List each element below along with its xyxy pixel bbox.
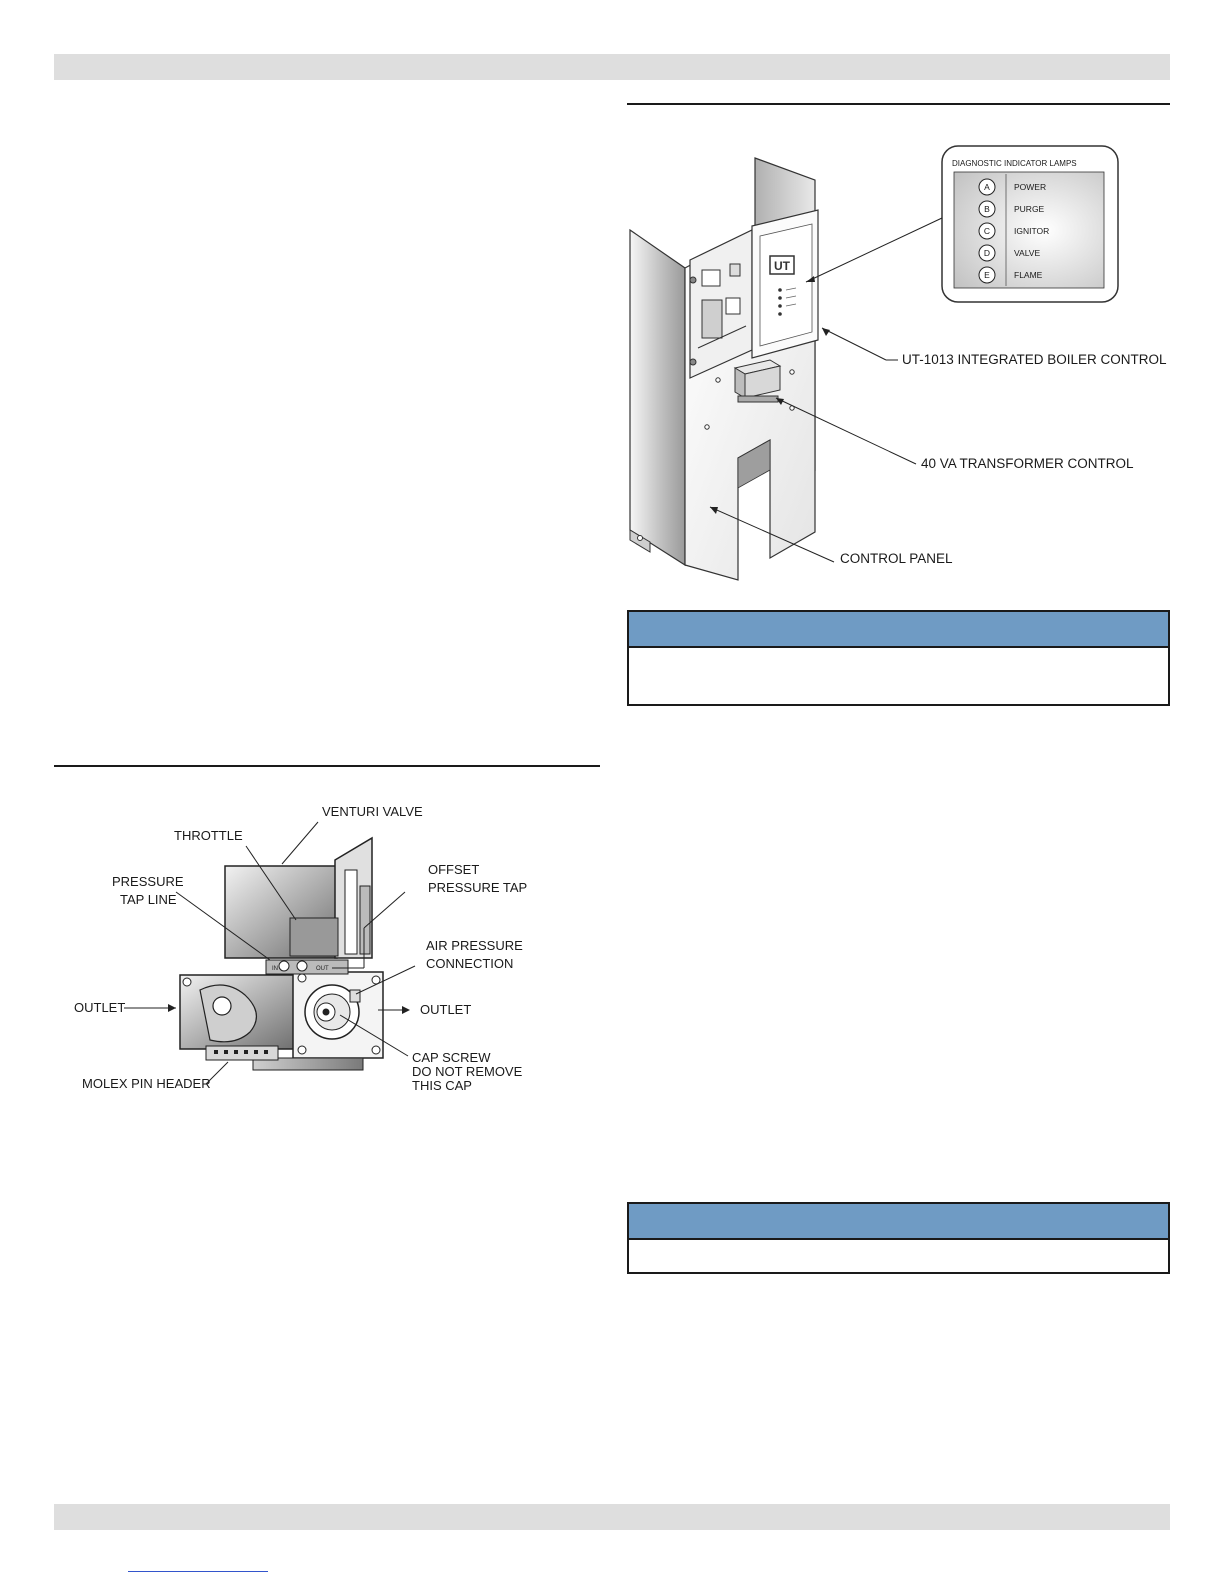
lamp-indicator-circle [978, 178, 996, 196]
control-panel-figure: UT DIAGNOSTIC INDICATOR LAMPS A POWER B PUR… [629, 145, 1167, 581]
callout-transformer: 40 VA TRANSFORMER CONTROL [921, 456, 1134, 471]
lamp-indicator-circle [978, 200, 996, 218]
lamp-indicator-circle [978, 244, 996, 262]
label-pressure-tap: PRESSURE TAP [428, 880, 527, 895]
module-led-column [778, 287, 797, 316]
label-do-not-remove: DO NOT REMOVE [412, 1064, 523, 1079]
label-pressure: PRESSURE [112, 874, 184, 889]
footer-link-underline [128, 1571, 268, 1572]
label-offset: OFFSET [428, 862, 479, 877]
lamp-letter: C [984, 226, 990, 236]
diagnostic-panel-title: DIAGNOSTIC INDICATOR LAMPS [952, 159, 1077, 168]
lamp-indicator-circle [978, 222, 996, 240]
lamp-letter: D [984, 248, 990, 258]
gas-valve-figure: IN OUT VENTURI VALVE THROTTLE PRESSURE T… [74, 804, 527, 1093]
lamp-name: FLAME [1014, 270, 1043, 280]
label-outlet-right: OUTLET [420, 1002, 471, 1017]
lamp-name: POWER [1014, 182, 1046, 192]
lamp-name: PURGE [1014, 204, 1045, 214]
lamp-name: VALVE [1014, 248, 1040, 258]
label-molex-pin-header: MOLEX PIN HEADER [82, 1076, 211, 1091]
lamp-indicator-circle [978, 266, 996, 284]
callout-control-panel: CONTROL PANEL [840, 551, 953, 566]
diagnostic-lamps-panel: DIAGNOSTIC INDICATOR LAMPS A POWER B PURGE C… [941, 145, 1119, 303]
ut-logo-text: UT [774, 259, 791, 273]
section-rule-left [54, 765, 600, 767]
label-tap-line: TAP LINE [120, 892, 177, 907]
label-throttle: THROTTLE [174, 828, 243, 843]
label-air-pressure: AIR PRESSURE [426, 938, 523, 953]
transformer [715, 359, 795, 403]
valve-out-label: OUT [316, 966, 329, 972]
valve-in-label: IN [272, 966, 278, 972]
label-venturi-valve: VENTURI VALVE [322, 804, 423, 819]
lamp-letter: A [984, 182, 990, 192]
label-this-cap: THIS CAP [412, 1078, 472, 1093]
label-connection: CONNECTION [426, 956, 513, 971]
label-cap-screw: CAP SCREW [412, 1050, 491, 1065]
lamp-letter: B [984, 204, 990, 214]
note-box-2 [627, 1202, 1170, 1274]
lamp-letter: E [984, 270, 990, 280]
section-rule-right [627, 103, 1170, 105]
label-outlet-left: OUTLET [74, 1000, 125, 1015]
callout-boiler-control: UT-1013 INTEGRATED BOILER CONTROL [902, 352, 1167, 367]
note-box-2-header [629, 1204, 1168, 1240]
lamp-name: IGNITOR [1014, 226, 1049, 236]
page-header-bar [54, 54, 1170, 80]
note-box-1-header [629, 612, 1168, 648]
page-footer-bar [54, 1504, 1170, 1530]
note-box-1 [627, 610, 1170, 706]
